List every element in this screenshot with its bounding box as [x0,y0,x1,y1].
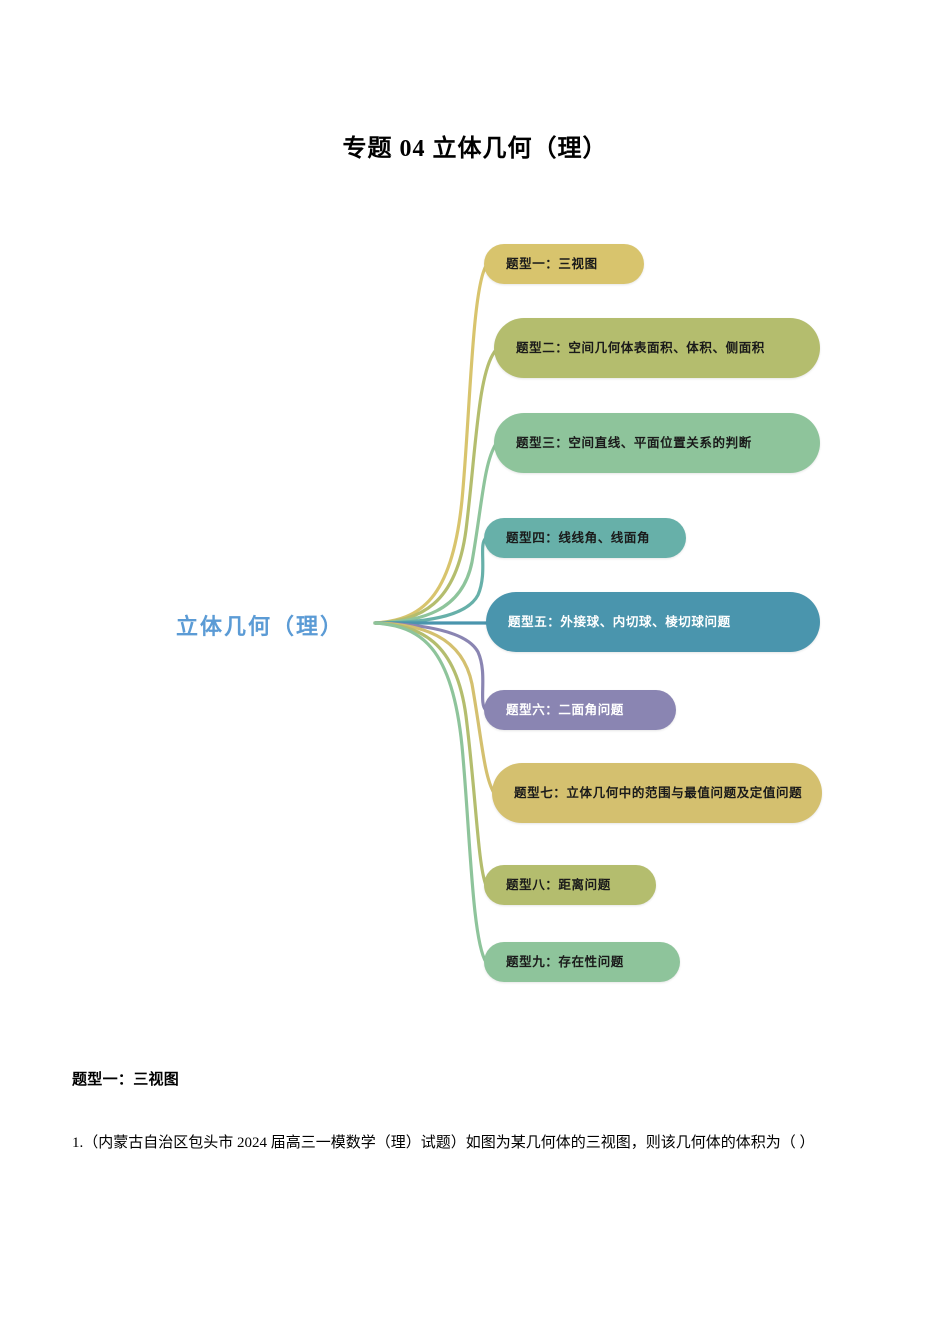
connector-branch-7 [373,621,496,795]
mindmap-branch-7-label: 题型七：立体几何中的范围与最值问题及定值问题 [514,784,803,800]
mindmap-center-label: 立体几何（理） [175,615,344,640]
mindmap-branch-2-label: 题型二：空间几何体表面积、体积、侧面积 [516,339,765,355]
mindmap-branch-3[interactable]: 题型三：空间直线、平面位置关系的判断 [494,413,820,473]
connector-branch-6 [373,621,488,712]
mindmap-branch-4[interactable]: 题型四：线线角、线面角 [484,518,686,558]
mindmap-branch-5-label: 题型五：外接球、内切球、棱切球问题 [508,613,731,629]
mindmap-branch-1[interactable]: 题型一：三视图 [484,244,644,284]
mindmap-branch-8-label: 题型八：距离问题 [506,876,611,892]
mindmap-branch-7[interactable]: 题型七：立体几何中的范围与最值问题及定值问题 [492,763,822,823]
mindmap-branch-8[interactable]: 题型八：距离问题 [484,865,656,905]
connector-branch-2 [373,348,498,625]
mindmap-branch-6-label: 题型六：二面角问题 [506,701,624,717]
mindmap-branch-9-label: 题型九：存在性问题 [506,953,624,969]
mindmap-branch-5[interactable]: 题型五：外接球、内切球、棱切球问题 [486,592,820,652]
connector-branch-8 [373,621,488,887]
mindmap-branch-9[interactable]: 题型九：存在性问题 [484,942,680,982]
mindmap-center-node[interactable]: 立体几何（理） [140,603,380,647]
mindmap-diagram: 立体几何（理） 题型一：三视图 题型二：空间几何体表面积、体积、侧面积 题型三：… [0,200,950,1020]
mindmap-branch-4-label: 题型四：线线角、线面角 [506,529,651,545]
section-heading: 题型一：三视图 [72,1070,180,1088]
mindmap-connectors [373,264,498,964]
connector-branch-1 [373,264,488,625]
mindmap-branch-1-label: 题型一：三视图 [506,255,598,271]
mindmap-branch-3-label: 题型三：空间直线、平面位置关系的判断 [516,434,752,450]
mindmap-branch-2[interactable]: 题型二：空间几何体表面积、体积、侧面积 [494,318,820,378]
connector-branch-3 [373,442,498,625]
question-item-1: 1.（内蒙古自治区包头市 2024 届高三一模数学（理）试题）如图为某几何体的三… [72,1135,815,1151]
page-title: 专题 04 立体几何（理） [342,136,608,162]
connector-branch-4 [373,536,488,625]
mindmap-branch-6[interactable]: 题型六：二面角问题 [484,690,676,730]
connector-branch-9 [373,621,488,964]
